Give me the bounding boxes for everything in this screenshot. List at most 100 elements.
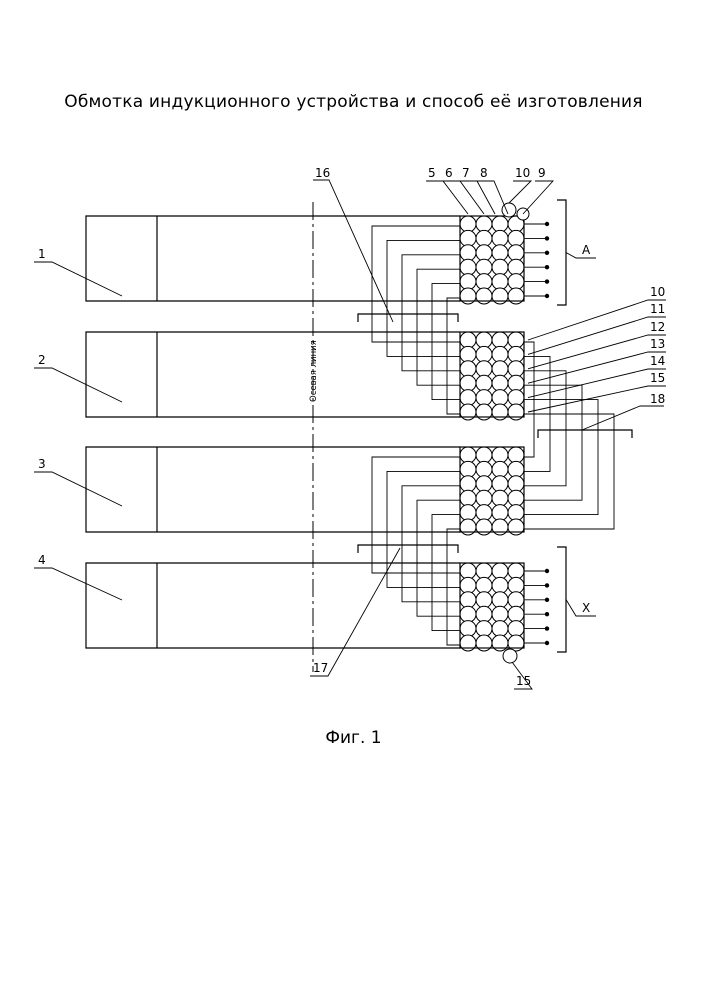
- coil-d3-r5-c2: [476, 505, 492, 521]
- coil-d1-r4-c4: [508, 259, 524, 275]
- coil-d3-r1-c4: [508, 447, 524, 463]
- coil-d3-r4-c2: [476, 490, 492, 506]
- leader-18: [582, 406, 664, 430]
- top-label-8: 8: [480, 166, 488, 180]
- coil-d2-r3-c3: [492, 361, 508, 377]
- disc-1: [86, 216, 460, 301]
- right-label-10: 10: [650, 285, 665, 299]
- coil-d4-r3-c2: [476, 592, 492, 608]
- coil-d1-r4-c1: [460, 259, 476, 275]
- coil-d3-r2-c4: [508, 461, 524, 477]
- coil-d2-r3-c2: [476, 361, 492, 377]
- coil-d2-r6-c2: [476, 404, 492, 420]
- coil-d4-r3-c3: [492, 592, 508, 608]
- coil-d4-r2-c3: [492, 577, 508, 593]
- coil-d3-r2-c3: [492, 461, 508, 477]
- terminal-leader-0: [566, 253, 596, 259]
- coil-d1-r1-c3: [492, 216, 508, 232]
- coil-d2-r2-c3: [492, 346, 508, 362]
- top-label-7: 7: [462, 166, 470, 180]
- group-label-16: 16: [315, 166, 330, 180]
- coil-d1-r5-c2: [476, 274, 492, 290]
- right-label-13: 13: [650, 337, 665, 351]
- coil-d3-r3-c4: [508, 476, 524, 492]
- terminal-dot-0-4: [545, 279, 549, 283]
- labels: 1 2 3 4 5 6 7 8 10 9 10 11 12 13 14 15 1…: [38, 166, 665, 688]
- coil-d3-r4-c1: [460, 490, 476, 506]
- disc-label-2: 2: [38, 353, 46, 367]
- coil-d3-r4-c3: [492, 490, 508, 506]
- coil-d4-r4-c1: [460, 606, 476, 622]
- leader-4: [34, 568, 122, 600]
- coil-d4-r4-c2: [476, 606, 492, 622]
- top-label-5: 5: [428, 166, 436, 180]
- coil-d1-r4-c3: [492, 259, 508, 275]
- coil-d1-r2-c1: [460, 230, 476, 246]
- coil-d2-r5-c3: [492, 390, 508, 406]
- coil-d3-r5-c4: [508, 505, 524, 521]
- terminal-bracket-1: [557, 547, 566, 652]
- lower-lead-3: [402, 486, 460, 602]
- coil-d2-r6-c4: [508, 404, 524, 420]
- coil-d2-r1-c1: [460, 332, 476, 348]
- coil-d2-r3-c4: [508, 361, 524, 377]
- leader-top-0: [426, 181, 468, 214]
- leader-top-2: [460, 181, 495, 214]
- terminal-dot-1-5: [545, 641, 549, 645]
- bracket-18: [538, 430, 632, 438]
- coil-d2-r6-c1: [460, 404, 476, 420]
- leader-right-2: [528, 335, 666, 369]
- terminal-dot-1-4: [545, 626, 549, 630]
- right-label-12: 12: [650, 320, 665, 334]
- disc-2: [86, 332, 460, 417]
- terminal-dot-0-1: [545, 236, 549, 240]
- coil-d4-r5-c4: [508, 621, 524, 637]
- coil-d3-r1-c2: [476, 447, 492, 463]
- coil-d1-r5-c1: [460, 274, 476, 290]
- coil-d1-r3-c1: [460, 245, 476, 261]
- disc-label-3: 3: [38, 457, 46, 471]
- terminal-dot-1-3: [545, 612, 549, 616]
- coil-d4-r1-c2: [476, 563, 492, 579]
- coil-d1-r1-c2: [476, 216, 492, 232]
- coil-extra-15: [503, 649, 517, 663]
- coil-d1-r3-c3: [492, 245, 508, 261]
- coil-d4-r4-c3: [492, 606, 508, 622]
- coil-d1-r4-c2: [476, 259, 492, 275]
- terminal-bracket-0: [557, 200, 566, 305]
- coil-d2-r2-c1: [460, 346, 476, 362]
- group-label-18: 18: [650, 392, 665, 406]
- coil-d3-r3-c1: [460, 476, 476, 492]
- coil-d1-r2-c3: [492, 230, 508, 246]
- group-label-17: 17: [313, 661, 328, 675]
- coil-d3-r3-c3: [492, 476, 508, 492]
- terminal-dot-0-3: [545, 265, 549, 269]
- coil-d4-r4-c4: [508, 606, 524, 622]
- coil-d1-r6-c2: [476, 288, 492, 304]
- coil-d4-r5-c2: [476, 621, 492, 637]
- leader-right-5: [528, 386, 666, 412]
- terminal-dot-1-2: [545, 598, 549, 602]
- coil-d4-r1-c3: [492, 563, 508, 579]
- coil-d1-r1-c1: [460, 216, 476, 232]
- terminal-label-x: X: [582, 601, 590, 615]
- leader-top-4: [509, 181, 531, 203]
- coil-d1-r5-c3: [492, 274, 508, 290]
- coil-d2-r1-c3: [492, 332, 508, 348]
- coil-d2-r1-c4: [508, 332, 524, 348]
- terminal-dot-1-0: [545, 569, 549, 573]
- coil-d3-r5-c1: [460, 505, 476, 521]
- coil-d4-r3-c1: [460, 592, 476, 608]
- disc-4: [86, 563, 460, 648]
- coil-d3-r3-c2: [476, 476, 492, 492]
- bottom-label-15: 15: [516, 674, 531, 688]
- coil-d3-r1-c3: [492, 447, 508, 463]
- coil-d1-r3-c2: [476, 245, 492, 261]
- bracket-16: [358, 314, 458, 322]
- leader-17: [310, 548, 400, 676]
- coil-d2-r1-c2: [476, 332, 492, 348]
- coil-d4-r2-c4: [508, 577, 524, 593]
- coil-d1-r5-c4: [508, 274, 524, 290]
- coil-d1-r6-c3: [492, 288, 508, 304]
- right-label-11: 11: [650, 302, 665, 316]
